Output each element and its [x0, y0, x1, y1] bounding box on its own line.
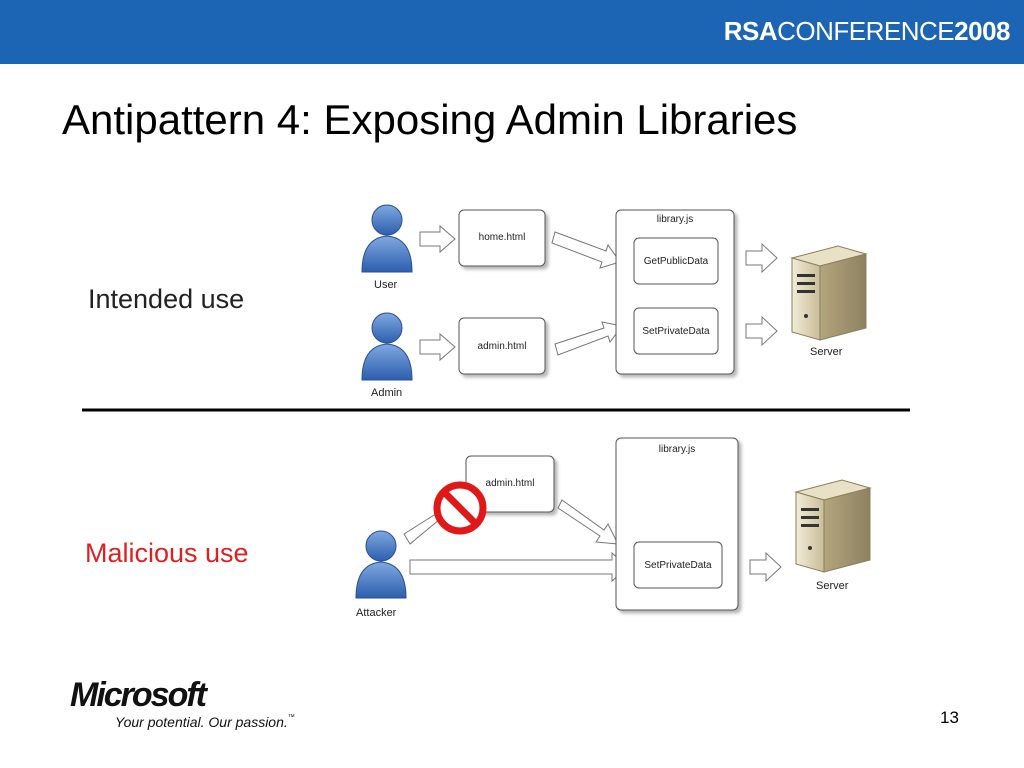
home-page-label: home.html	[479, 232, 526, 243]
intended-use-label: Intended use	[88, 284, 245, 314]
logo-conference-text: CONFERENCE	[777, 16, 955, 46]
get-function-box	[633, 237, 719, 285]
admin-icon	[361, 312, 413, 381]
arrow-admin-to-adminpage	[419, 332, 456, 362]
tagline-text: Your potential. Our passion.	[115, 714, 288, 730]
arrow-set-to-server	[745, 315, 778, 347]
arrow-user-to-home	[419, 224, 456, 254]
header-bar: RSACONFERENCE2008	[0, 0, 1024, 64]
home-page-box	[458, 209, 546, 267]
rsa-conference-logo: RSACONFERENCE2008	[723, 16, 1011, 47]
set-function-box	[633, 307, 719, 355]
malicious-server-label: Server	[816, 580, 849, 592]
arrow-home-to-get	[551, 231, 621, 269]
set-function-label: SetPrivateData	[642, 326, 710, 337]
user-label: User	[374, 279, 398, 291]
get-function-label: GetPublicData	[644, 256, 709, 267]
slide-title: Antipattern 4: Exposing Admin Libraries	[62, 96, 798, 143]
arrow-set-to-server-malicious	[749, 551, 782, 583]
prohibited-icon	[433, 481, 487, 535]
trademark-mark: ™	[287, 714, 295, 721]
arrow-attacker-direct-to-set	[409, 551, 629, 583]
arrow-admin-to-set	[554, 321, 623, 356]
attacker-icon	[355, 530, 407, 599]
arrow-get-to-server	[745, 242, 778, 274]
malicious-use-label: Malicious use	[85, 538, 249, 568]
server-icon	[790, 245, 868, 341]
user-icon	[361, 204, 413, 273]
attacker-label: Attacker	[356, 607, 397, 619]
library-title: library.js	[657, 214, 693, 225]
microsoft-logo: Microsoft	[70, 676, 207, 714]
logo-year-text: 2008	[954, 16, 1010, 46]
malicious-admin-page-label: admin.html	[486, 478, 535, 489]
admin-label: Admin	[371, 387, 402, 399]
server-label: Server	[810, 346, 843, 358]
arrow-adminpage-to-set-malicious	[557, 499, 619, 545]
malicious-server-icon	[794, 479, 872, 573]
malicious-library-title: library.js	[659, 444, 695, 455]
malicious-set-function-box	[633, 541, 723, 589]
malicious-set-function-label: SetPrivateData	[644, 560, 712, 571]
logo-rsa-text: RSA	[723, 16, 778, 46]
page-number: 13	[940, 708, 959, 727]
microsoft-tagline: Your potential. Our passion.™	[115, 714, 295, 730]
admin-page-label: admin.html	[478, 341, 527, 352]
admin-page-box	[458, 317, 546, 375]
